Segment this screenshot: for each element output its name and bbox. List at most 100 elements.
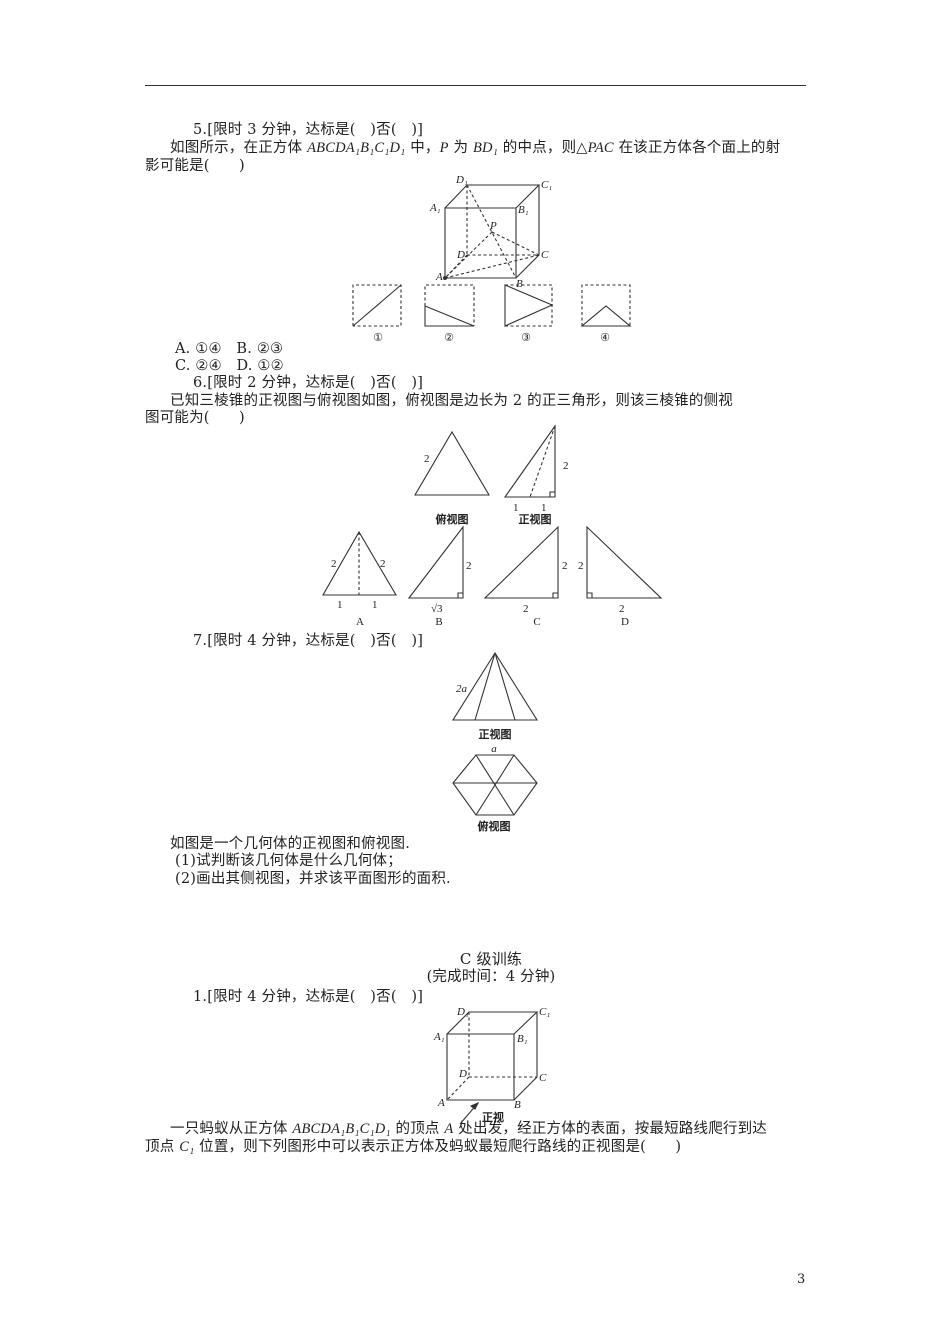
label-d: D (458, 1068, 467, 1080)
page-number: 3 (797, 1272, 806, 1287)
base-left-label: 1 (513, 502, 519, 514)
math: A (444, 1121, 454, 1137)
caption: 俯视图 (478, 819, 511, 833)
height-label: 2 (466, 560, 472, 572)
label: ③ (521, 332, 531, 344)
label: ④ (600, 332, 610, 344)
triangle (586, 525, 663, 599)
cube-hidden-edges (446, 1012, 537, 1101)
text: 位置，则下列图形中可以表示正方体及蚂蚁最短爬行路线的正视图是( ) (194, 1139, 682, 1155)
q5-options-line2: C. ②④ D. ①② (175, 358, 284, 374)
height-label: 2 (562, 560, 568, 572)
q7-question-line1: 如图是一个几何体的正视图和俯视图. (170, 836, 411, 852)
dashed-line (529, 425, 556, 498)
text: 的中点，则△ (497, 140, 588, 156)
height-label: 2 (563, 460, 569, 472)
hexagon (452, 754, 538, 816)
q6-option-b: 2 √3 B (407, 525, 472, 628)
projection-2: ② (424, 284, 475, 344)
math: BD₁ (473, 140, 498, 156)
text: 一只蚂蚁从正方体 (170, 1121, 293, 1137)
math: C₁ (179, 1139, 195, 1155)
q6-option-c: 2 2 C (483, 525, 568, 628)
label: ① (373, 332, 383, 344)
edge-label: a (491, 743, 497, 755)
q7-item1: (1)试判断该几何体是什么几何体； (175, 853, 402, 869)
q7-item2: (2)画出其侧视图，并求该平面图形的面积. (175, 871, 451, 887)
label-b1: B₁ (518, 204, 529, 216)
triangle (483, 525, 559, 599)
shape (580, 305, 632, 327)
q5-question-line2: 影可能是( ) (145, 158, 245, 174)
option-label: D (621, 616, 629, 628)
text: 在该正方体各个面上的射 (613, 140, 781, 156)
q6-header: 6.[限时 2 分钟，达标是( )否( )] (193, 375, 424, 391)
base-label: 2 (523, 603, 529, 615)
base-right-label: 1 (372, 599, 378, 611)
label: ② (444, 332, 454, 344)
triangle (414, 430, 490, 496)
q6-question-line2: 图可能为( ) (145, 410, 245, 426)
caption: 正视图 (479, 727, 512, 741)
q5-options-line1: A. ①④ B. ②③ (175, 341, 284, 357)
base-left-label: 1 (337, 599, 343, 611)
frame (505, 284, 553, 327)
label-a1: A₁ (433, 1031, 445, 1043)
q7-top-view: a 俯视图 (452, 743, 538, 833)
shape (504, 284, 554, 327)
shape (424, 305, 475, 327)
triangle (407, 525, 464, 599)
section-title: C 级训练 (459, 950, 523, 968)
math: P (439, 140, 449, 156)
left-label: 2 (331, 558, 337, 570)
option-label: B (435, 616, 442, 628)
caption: 俯视图 (436, 512, 469, 526)
q6-option-d: 2 2 D (578, 525, 663, 628)
label-a: A (435, 271, 443, 283)
text: 处出发，经正方体的表面，按最短路线爬行到达 (453, 1121, 767, 1137)
q6-option-a: 2 2 1 1 A (322, 530, 397, 628)
vertex-a-dot (442, 275, 448, 281)
label-a1: A₁ (429, 202, 441, 214)
pyramid (452, 651, 538, 721)
label-d1: D₁ (456, 1006, 469, 1018)
frame (424, 284, 475, 326)
text: 为 (448, 140, 473, 156)
label-c: C (541, 249, 549, 261)
label-c1: C₁ (541, 179, 552, 191)
text: 中， (405, 140, 440, 156)
label-c: C (539, 1072, 547, 1084)
base-label: 2 (619, 603, 625, 615)
q5-header: 5.[限时 3 分钟，达标是( )否( )] (193, 122, 424, 138)
q7-front-view: 2a 正视图 (452, 651, 538, 741)
text: 的顶点 (390, 1121, 445, 1137)
q7-header: 7.[限时 4 分钟，达标是( )否( )] (193, 633, 424, 649)
cube-hidden-edges (444, 184, 540, 279)
option-label: C (533, 616, 540, 628)
base-right-label: 1 (541, 502, 547, 514)
height-label: 2 (578, 560, 584, 572)
view-label: 正视 (482, 1110, 504, 1124)
cube-solid-edges (446, 1011, 539, 1101)
c1-question-line1: 一只蚂蚁从正方体 ABCDA₁B₁C₁D₁ 的顶点 A 处出发，经正方体的表面，… (170, 1121, 767, 1138)
caption: 正视图 (519, 512, 552, 526)
label-b1: B₁ (517, 1033, 528, 1045)
q5-cube-figure: D₁ C₁ A₁ B₁ P D C A B (429, 174, 552, 290)
option-label: A (356, 616, 364, 628)
label-p: P (489, 220, 497, 232)
label-d: D (456, 249, 465, 261)
projection-1: ① (352, 284, 402, 344)
text: 顶点 (145, 1139, 180, 1155)
header-rule (145, 85, 806, 86)
q5-question-line1: 如图所示，在正方体 ABCDA₁B₁C₁D₁ 中，P 为 BD₁ 的中点，则△P… (170, 140, 780, 157)
section-subtitle: (完成时间：4 分钟) (426, 969, 556, 985)
c1-question-line2: 顶点 C₁ 位置，则下列图形中可以表示正方体及蚂蚁最短爬行路线的正视图是( ) (145, 1139, 681, 1156)
q6-question-line1: 已知三棱锥的正视图与俯视图如图，俯视图是边长为 2 的正三角形，则该三棱锥的侧视 (170, 393, 733, 409)
arrow-head-icon (469, 1101, 480, 1110)
shape (352, 284, 402, 327)
side-label: 2 (424, 453, 430, 465)
text: 如图所示，在正方体 (170, 140, 308, 156)
math: PAC (587, 140, 614, 156)
label-a: A (437, 1097, 445, 1109)
